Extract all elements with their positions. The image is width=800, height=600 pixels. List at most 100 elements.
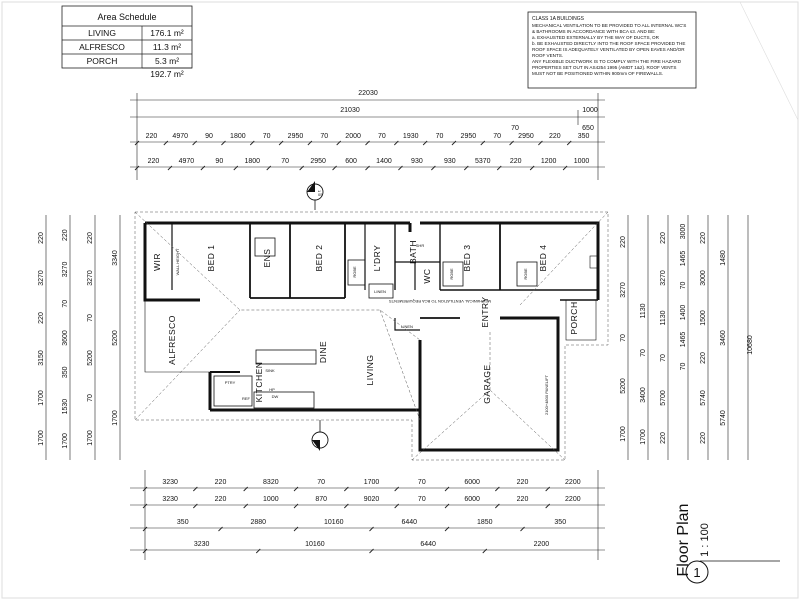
dim-top-row2: 21030 (340, 107, 360, 114)
drawing-number: 1 (693, 565, 700, 580)
room-label-bath: BATH (408, 240, 418, 264)
dimension-tick (255, 548, 261, 554)
dimension-tick (278, 140, 284, 146)
dimension-tick (545, 486, 550, 492)
dimension-label: 1700 (364, 479, 380, 486)
dimension-tick (134, 140, 140, 146)
dimension-label: 3600 (62, 330, 69, 346)
dimension-label: 70 (281, 158, 289, 165)
dimension-label: 1465 (680, 251, 687, 267)
section-sheet: 05 (318, 192, 323, 197)
dimension-label: 220 (62, 229, 69, 241)
room-label-porch: PORCH (569, 301, 579, 334)
dimension-label: 6440 (401, 519, 417, 526)
dimension-tick (344, 503, 349, 509)
dimension-tick (293, 526, 299, 532)
dimension-tick (266, 165, 272, 171)
dimension-label: 1500 (700, 310, 707, 326)
dimension-label: 220 (146, 133, 158, 140)
dimension-tick (192, 140, 197, 146)
dimension-label: 8320 (263, 479, 279, 486)
dimension-label: 3340 (112, 250, 119, 266)
dimension-tick (444, 486, 450, 492)
dimension-label: 1530 (62, 399, 69, 415)
hp-label: HP (269, 387, 275, 392)
dimension-tick (243, 503, 248, 509)
dimension-label: 70 (263, 133, 271, 140)
dimension-label: 3230 (162, 479, 178, 486)
dimension-label: 2880 (250, 519, 266, 526)
dimension-tick (299, 165, 304, 171)
dimension-label: 220 (700, 232, 707, 244)
dimension-label: 1000 (574, 158, 590, 165)
dimension-label: 1400 (680, 305, 687, 321)
dimension-label: 1700 (87, 430, 94, 446)
dimension-tick (369, 548, 374, 554)
dimension-tick (221, 140, 226, 146)
shr-label: SHR (416, 243, 425, 248)
mech-vent-note: MECHANICAL VENTILATION TO BCA REQUIREMEN… (389, 299, 491, 304)
dimension-label: 220 (38, 232, 45, 244)
dimension-label: 1700 (38, 390, 45, 406)
dimension-label: 70 (320, 133, 328, 140)
dimension-tick (394, 486, 399, 492)
dimension-label: 2950 (310, 158, 326, 165)
top-dimension-lines (130, 93, 605, 180)
dimension-tick (444, 526, 450, 532)
alfresco-outline (144, 300, 210, 373)
dimension-tick (482, 548, 488, 554)
dimension-tick (142, 503, 148, 509)
title-block: 1 Floor Plan 1 : 100 (675, 504, 780, 584)
dimension-label: 220 (38, 312, 45, 324)
wall-height-note: WALL HEIGHT (175, 248, 180, 275)
room-label-ens: ENS (262, 249, 272, 268)
drawing-title: Floor Plan (675, 504, 692, 577)
dimension-label: 220 (215, 479, 227, 486)
dimension-label: 1930 (403, 133, 419, 140)
dimension-label: 3270 (620, 282, 627, 298)
dimension-label: 600 (345, 158, 357, 165)
room-label-kitchen: KITCHEN (254, 362, 264, 403)
dimension-label: 5200 (87, 350, 94, 366)
dimension-label: 1850 (477, 519, 493, 526)
area-row-label: LIVING (88, 28, 116, 38)
sink-label: SINK (265, 368, 275, 373)
dimension-tick (496, 165, 502, 171)
room-label-alfresco: ALFRESCO (167, 315, 177, 365)
dimension-label: 10160 (324, 519, 344, 526)
dimension-tick (480, 140, 486, 146)
dimension-tick (431, 165, 436, 171)
dimension-tick (562, 165, 568, 171)
room-label-dine: DINE (318, 341, 328, 363)
dimension-label: 2000 (345, 133, 361, 140)
dimension-tick (142, 548, 148, 554)
dimension-label: 3000 (680, 224, 687, 240)
dimension-label: 3000 (700, 270, 707, 286)
dimension-tick (495, 486, 500, 492)
note-line: PROPERTIES SET OUT IN AS4254 1995 (AMDT … (532, 65, 676, 70)
dimension-label: 90 (205, 133, 213, 140)
dimension-label: 70 (493, 133, 501, 140)
dimension-label: 930 (444, 158, 456, 165)
left-dimension-lines (45, 215, 121, 460)
dimension-label: 1480 (720, 250, 727, 266)
area-row-label: ALFRESCO (79, 42, 125, 52)
robe-label: ROBE (449, 268, 454, 280)
dimension-label: 90 (215, 158, 223, 165)
dw-label: DW (272, 394, 279, 399)
dimension-label: 1465 (680, 332, 687, 348)
dimension-label: 70 (378, 133, 386, 140)
dimension-label: 930 (411, 158, 423, 165)
dimension-tick (398, 165, 403, 171)
dimension-label: 70 (680, 363, 687, 371)
room-label-entry: ENTRY (480, 296, 490, 327)
dimension-label: 220 (148, 158, 160, 165)
dimension-label: 70 (418, 479, 426, 486)
linen-label: LINEN (374, 289, 386, 294)
dimension-label: 70 (680, 282, 687, 290)
roof-lines (134, 211, 609, 461)
dimension-label: 6440 (420, 541, 436, 548)
dimension-label: 1700 (38, 430, 45, 446)
dimension-label: 1800 (244, 158, 260, 165)
dimension-label: 6000 (464, 496, 480, 503)
